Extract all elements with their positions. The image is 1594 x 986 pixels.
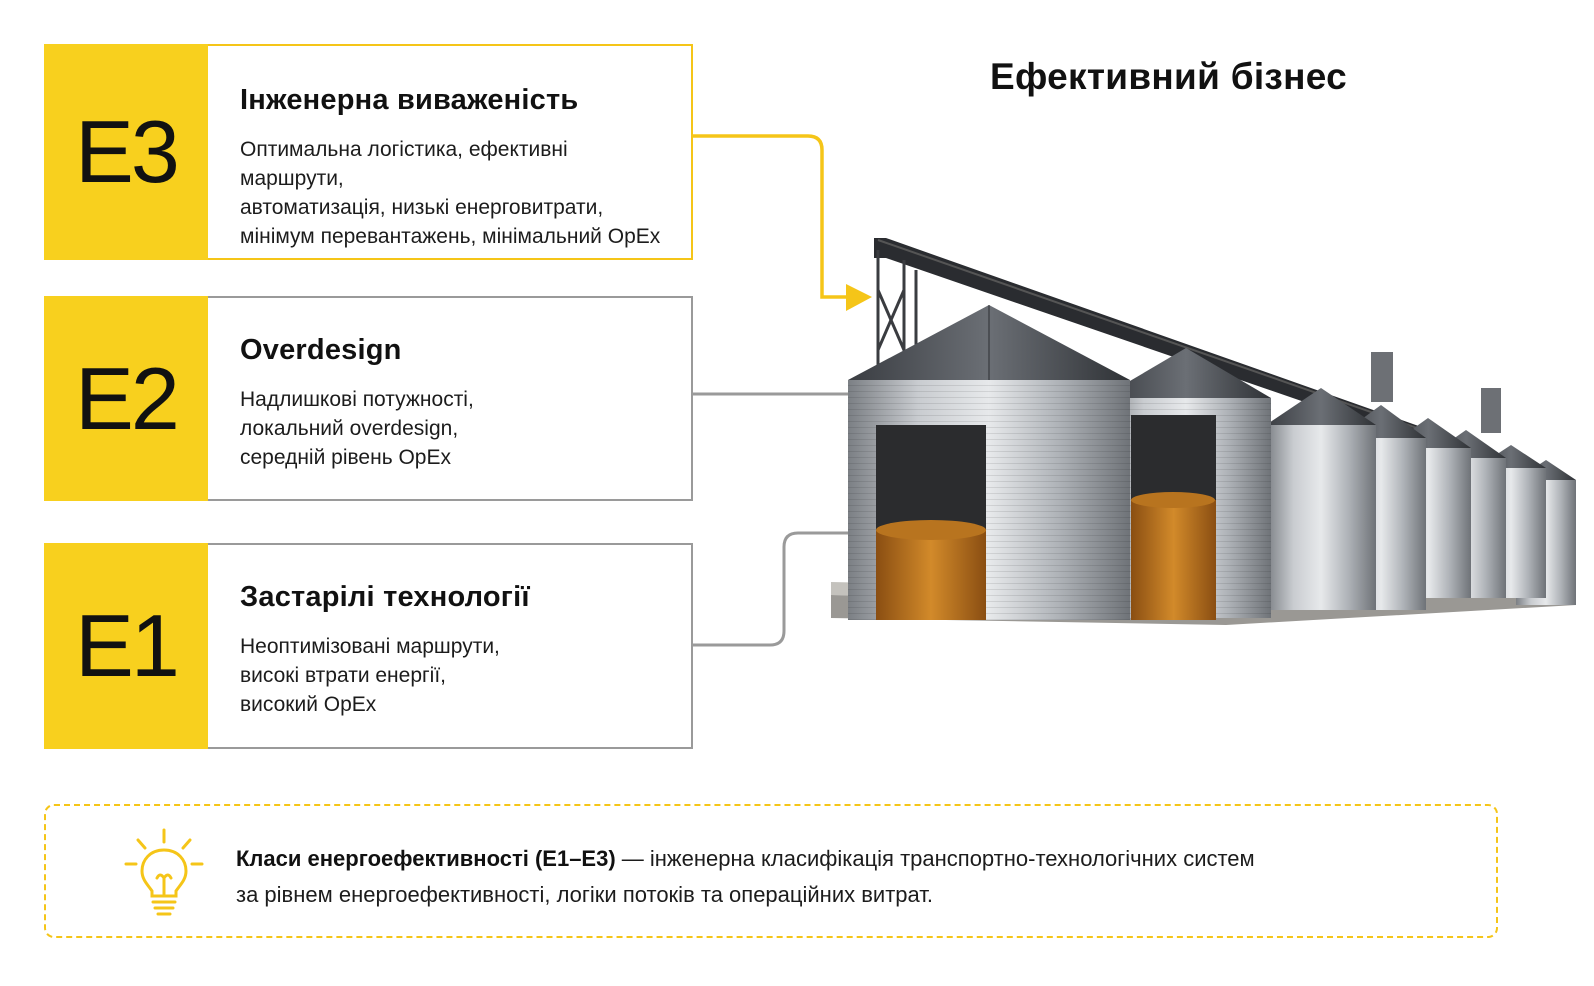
page-heading: Ефективний бізнес: [990, 56, 1348, 97]
card-line: локальний overdesign,: [240, 417, 459, 440]
card-e3: E3 Інженерна виваженість Оптимальна логі…: [44, 44, 693, 260]
note-definition: — інженерна класифікація транспортно-тех…: [615, 846, 1255, 871]
class-code: E1: [75, 596, 180, 695]
card-line: автоматизація, низькі енерговитрати,: [240, 196, 604, 219]
class-badge-e2: E2: [44, 296, 208, 501]
card-line: Оптимальна логістика, ефективні маршрути…: [240, 138, 568, 190]
card-title: Інженерна виваженість: [240, 84, 579, 116]
card-line: Надлишкові потужності,: [240, 388, 474, 411]
card-title: Застарілі технології: [240, 581, 530, 613]
note-line-1: Класи енергоефективності (E1–E3) — інжен…: [236, 841, 1456, 877]
connector-e1: [693, 531, 852, 647]
connector-e3: [693, 134, 850, 299]
grain-silo-illustration: [831, 238, 1576, 625]
card-line: мінімум перевантажень, мінімальний OpEx: [240, 225, 661, 248]
card-line: високий OpEx: [240, 693, 377, 716]
card-line: середній рівень OpEx: [240, 446, 451, 469]
note-line-2: за рівнем енергоефективності, логіки пот…: [236, 882, 934, 907]
card-line: високі втрати енергії,: [240, 664, 447, 687]
note-text: Класи енергоефективності (E1–E3) — інжен…: [236, 841, 1456, 913]
card-e1: E1 Застарілі технології Неоптимізовані м…: [44, 543, 693, 749]
lightbulb-icon: [124, 828, 204, 916]
class-code: E3: [75, 102, 180, 201]
info-note: Класи енергоефективності (E1–E3) — інжен…: [44, 804, 1498, 938]
class-badge-e1: E1: [44, 543, 208, 749]
class-code: E2: [75, 348, 180, 448]
card-e2: E2 Overdesign Надлишкові потужності, лок…: [44, 296, 693, 501]
card-line: Неоптимізовані маршрути,: [240, 635, 500, 658]
class-badge-e3: E3: [44, 44, 208, 260]
card-title: Overdesign: [240, 334, 402, 366]
note-term: Класи енергоефективності (E1–E3): [236, 846, 616, 871]
arrowhead-icon: [846, 284, 872, 311]
